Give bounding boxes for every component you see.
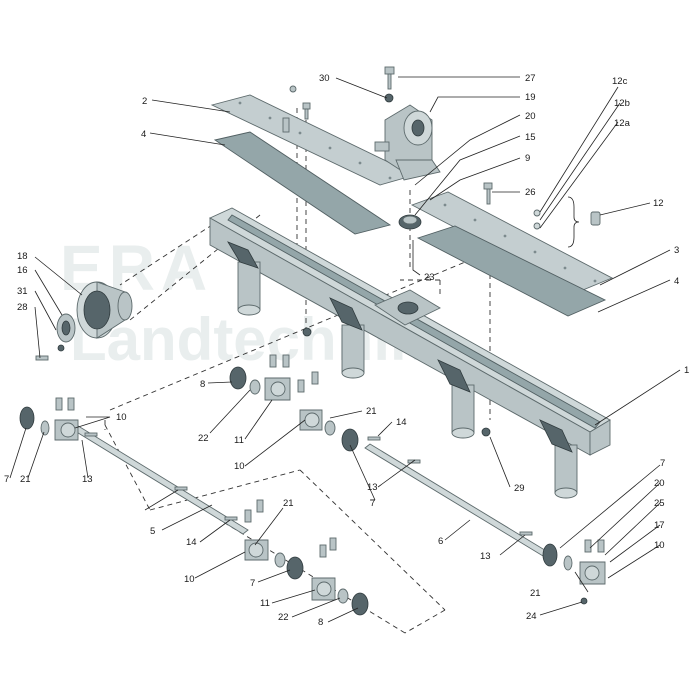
keys — [84, 327, 533, 536]
callout-16: 16 — [17, 265, 28, 276]
callout-31: 31 — [17, 286, 28, 297]
callout-28: 28 — [17, 302, 28, 313]
middle-left-gear-cluster — [229, 354, 319, 401]
callout-30: 30 — [319, 73, 330, 84]
callout-11-upper: 11 — [234, 435, 244, 446]
callout-12: 12 — [653, 198, 664, 209]
callout-12a: 12a — [614, 118, 631, 129]
callout-20-right: 20 — [654, 478, 665, 489]
callout-8-lower: 8 — [318, 617, 323, 628]
bevel-gear — [398, 214, 422, 230]
callout-21-middle: 21 — [366, 406, 377, 417]
callout-7-left: 7 — [4, 474, 9, 485]
callout-21-left: 21 — [20, 474, 31, 485]
callout-14-left: 14 — [186, 537, 197, 548]
callout-7-middle: 7 — [370, 498, 375, 509]
top-bolts — [282, 66, 601, 230]
callout-10-middle: 10 — [234, 461, 245, 472]
left-drive-shaft — [69, 423, 249, 535]
callout-12c: 12c — [612, 76, 628, 87]
callout-15: 15 — [525, 132, 536, 143]
cone-cover — [76, 281, 133, 339]
callout-26: 26 — [525, 187, 536, 198]
angle-gearbox — [374, 104, 441, 181]
callout-10-lower: 10 — [184, 574, 195, 585]
callout-21-right: 21 — [530, 588, 541, 599]
callout-10-right: 10 — [654, 540, 665, 551]
lower-middle-gear-cluster — [244, 499, 369, 616]
right-end-gear-cluster — [542, 539, 606, 605]
callout-23: 23 — [424, 272, 435, 283]
callout-11-lower: 11 — [260, 598, 270, 609]
callout-7-right: 7 — [660, 458, 665, 469]
upper-left-liner — [213, 131, 392, 235]
callout-13-middle: 13 — [367, 482, 378, 493]
callout-8-upper: 8 — [200, 379, 205, 390]
group-bracket — [567, 196, 580, 248]
callout-labels: 30 27 12c 2 19 12b 20 12a 4 15 9 26 12 1… — [4, 73, 689, 628]
callout-9: 9 — [525, 153, 530, 164]
callout-21-lower: 21 — [283, 498, 294, 509]
callout-22-lower: 22 — [278, 612, 289, 623]
callout-5: 5 — [150, 526, 155, 537]
callout-1: 1 — [684, 365, 689, 376]
callout-4-upper: 4 — [141, 129, 146, 140]
callout-27: 27 — [525, 73, 536, 84]
callout-13-right: 13 — [480, 551, 491, 562]
callout-3: 3 — [674, 245, 679, 256]
callout-4-lower: 4 — [674, 276, 679, 287]
callout-22-upper: 22 — [198, 433, 209, 444]
callout-19: 19 — [525, 92, 536, 103]
callout-7-lower: 7 — [250, 578, 255, 589]
leader-lines — [9, 76, 681, 623]
callout-18: 18 — [17, 251, 28, 262]
callout-12b: 12b — [614, 98, 630, 109]
callout-6: 6 — [438, 536, 443, 547]
callout-13-left: 13 — [82, 474, 93, 485]
left-end-gear-cluster — [19, 397, 79, 441]
callout-24: 24 — [526, 611, 537, 622]
callout-14-right: 14 — [396, 417, 407, 428]
flange-ring — [35, 313, 76, 361]
right-drive-shaft — [364, 443, 549, 557]
main-housing — [209, 207, 611, 499]
upper-right-liner — [416, 225, 607, 317]
callout-17: 17 — [654, 520, 665, 531]
middle-gear-cluster — [299, 409, 359, 452]
callout-25: 25 — [654, 498, 665, 509]
callout-10-upper-left: 10 — [116, 412, 127, 423]
callout-29: 29 — [514, 483, 525, 494]
callout-2: 2 — [142, 96, 147, 107]
callout-20-top: 20 — [525, 111, 536, 122]
